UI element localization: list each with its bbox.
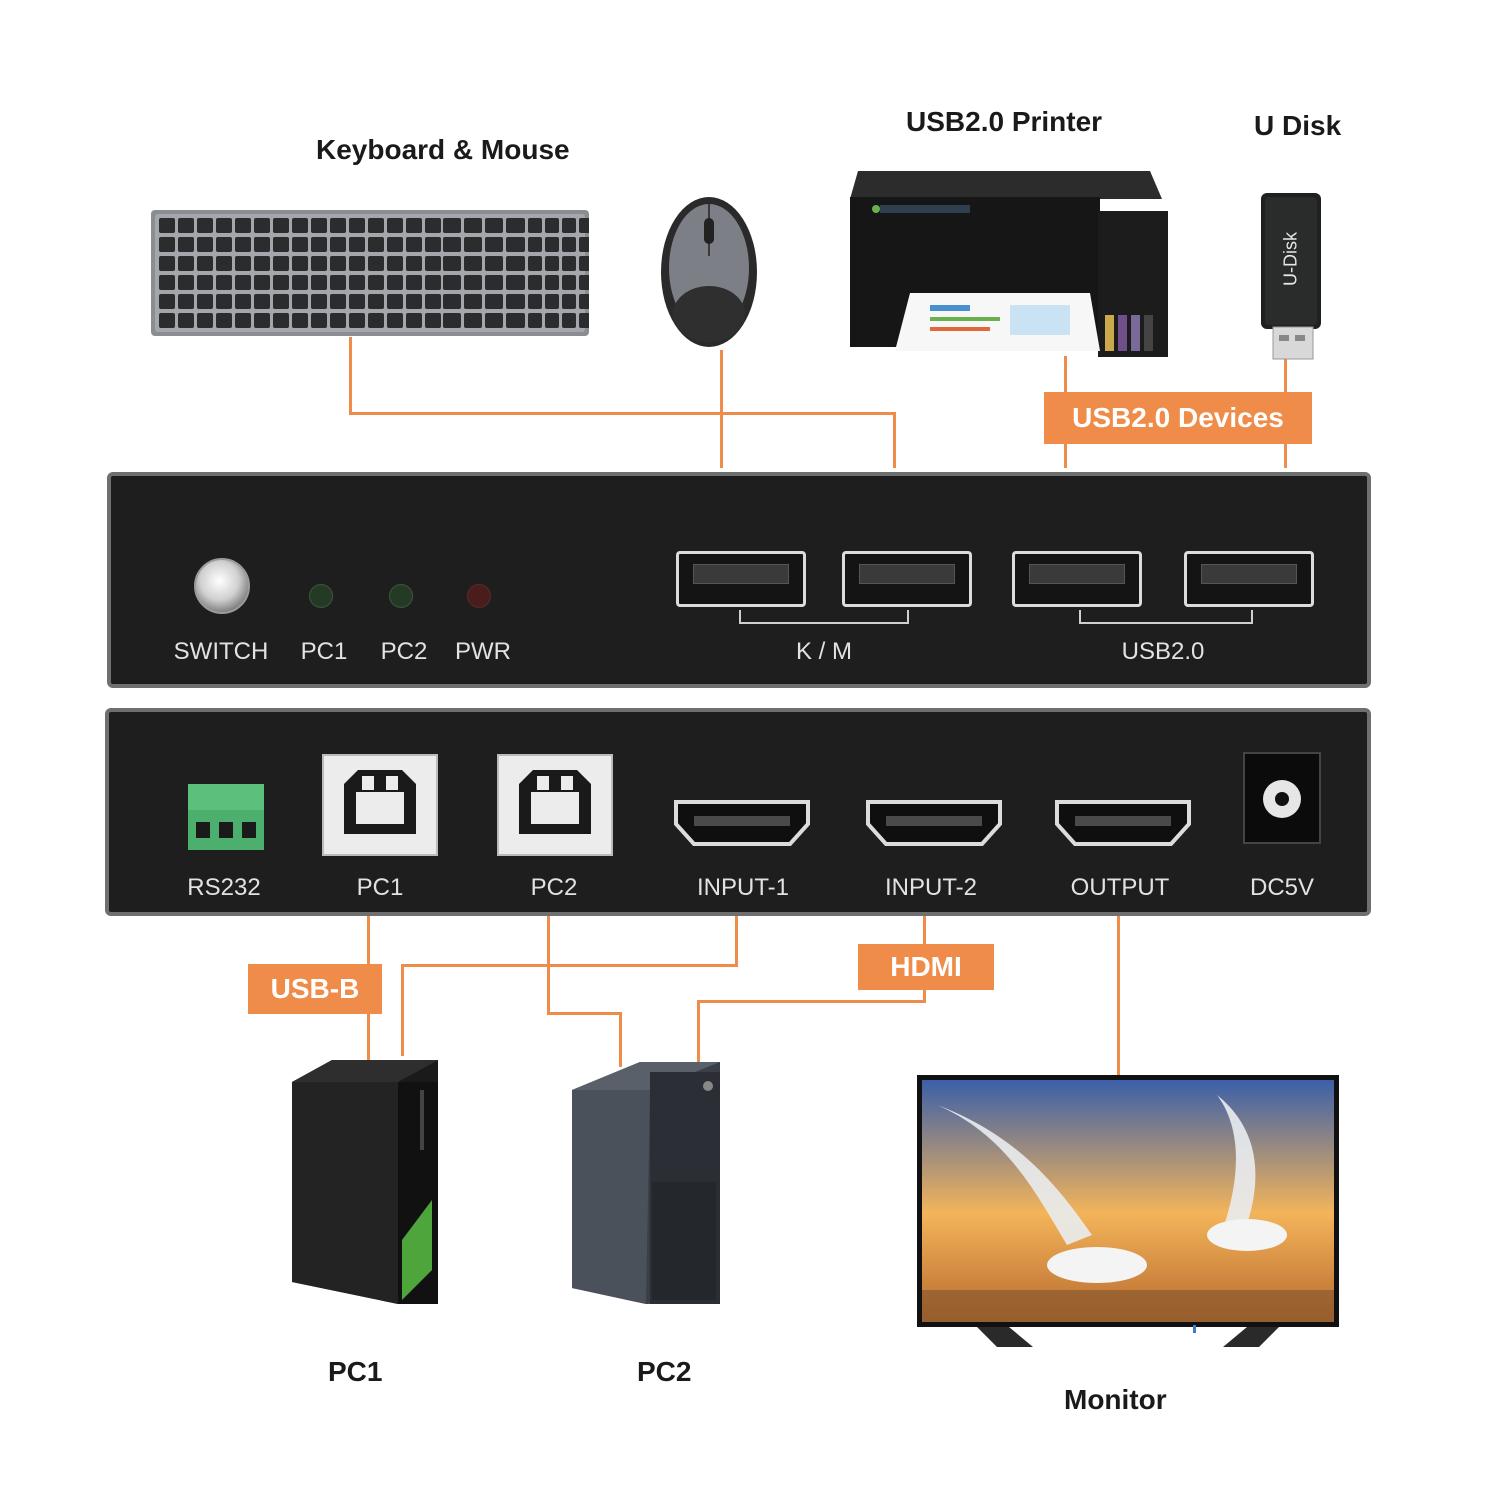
wire (720, 350, 723, 468)
pc2-led-label: PC2 (380, 638, 428, 665)
dc5v-label: DC5V (1249, 874, 1315, 901)
usb-b-port-pc2[interactable] (497, 754, 613, 856)
usb-a-port-usb20-2[interactable] (1184, 551, 1314, 607)
usb-b-port-pc1[interactable] (322, 754, 438, 856)
output-label: OUTPUT (1070, 874, 1170, 901)
monitor-image (917, 1075, 1339, 1351)
pc1-led (309, 584, 333, 608)
udisk-title: U Disk (1254, 110, 1342, 141)
keyboard-image (151, 210, 593, 336)
switch-label: SWITCH (173, 638, 269, 665)
mouse-image (660, 196, 758, 348)
wire (401, 964, 404, 1056)
printer-image (850, 165, 1170, 360)
pc2-led (389, 584, 413, 608)
monitor-title: Monitor (1064, 1384, 1167, 1415)
hdmi-port-input2[interactable] (864, 798, 1004, 848)
pc2-title: PC2 (637, 1356, 692, 1387)
usb-a-port-km-1[interactable] (676, 551, 806, 607)
rear-panel: RS232 PC1 PC2 INPUT-1 INPUT-2 OUTPUT DC5… (105, 708, 1371, 916)
hdmi-port-input1[interactable] (672, 798, 812, 848)
wire (1117, 915, 1120, 1077)
pwr-led-label: PWR (455, 638, 511, 665)
pwr-led (467, 584, 491, 608)
pc1-port-label: PC1 (356, 874, 404, 901)
wire (401, 964, 738, 967)
usb-a-port-km-2[interactable] (842, 551, 972, 607)
usb20-bracket (1079, 610, 1253, 624)
keyboard-mouse-title: Keyboard & Mouse (316, 134, 570, 165)
usb2-devices-tag: USB2.0 Devices (1044, 392, 1312, 444)
hdmi-tag: HDMI (858, 944, 994, 990)
hdmi-port-output[interactable] (1053, 798, 1193, 848)
wire (697, 1000, 926, 1003)
dc5v-jack[interactable] (1243, 752, 1321, 844)
usb-b-tag: USB-B (248, 964, 382, 1014)
switch-button[interactable] (194, 558, 250, 614)
front-panel: SWITCH PC1 PC2 PWR K / M USB2.0 (107, 472, 1371, 688)
pc1-title: PC1 (328, 1356, 383, 1387)
wire (893, 412, 896, 468)
wire (697, 1000, 700, 1062)
km-label: K / M (795, 638, 853, 665)
input1-label: INPUT-1 (696, 874, 790, 901)
pc2-port-label: PC2 (530, 874, 578, 901)
usb20-label: USB2.0 (1121, 638, 1205, 665)
wire (619, 1012, 622, 1067)
rs232-terminal[interactable] (188, 784, 264, 850)
pc1-led-label: PC1 (300, 638, 348, 665)
usb-a-port-usb20-1[interactable] (1012, 551, 1142, 607)
pc2-tower-image (572, 1062, 720, 1304)
rs232-label: RS232 (187, 874, 261, 901)
wire (349, 337, 352, 414)
wire (547, 1012, 622, 1015)
wire (735, 915, 738, 967)
pc1-tower-image (292, 1060, 438, 1304)
input2-label: INPUT-2 (884, 874, 978, 901)
wire (547, 915, 550, 1015)
km-bracket (739, 610, 909, 624)
printer-title: USB2.0 Printer (906, 106, 1103, 137)
wire (349, 412, 896, 415)
udisk-image: U-Disk (1259, 193, 1323, 361)
udisk-stick-text: U-Disk (1280, 232, 1301, 286)
